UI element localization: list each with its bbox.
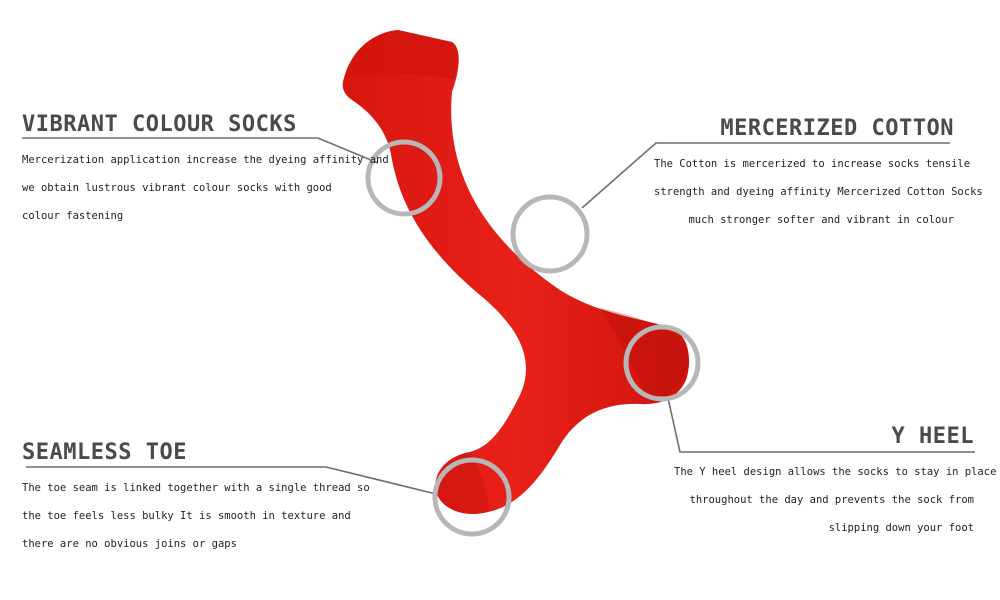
leader-mercerized — [581, 142, 950, 209]
ring-heel — [623, 324, 701, 402]
feature-title: VIBRANT COLOUR SOCKS — [22, 112, 297, 137]
leader-heel — [667, 397, 975, 453]
feature-title: Y HEEL — [891, 424, 974, 449]
description-line: The toe seam is linked together with a s… — [22, 482, 370, 494]
description-line: The Y heel design allows the socks to st… — [674, 466, 997, 478]
description-line: colour fastening — [22, 210, 124, 222]
feature-title: MERCERIZED COTTON — [720, 116, 954, 141]
leader-toe — [26, 466, 437, 495]
leader-lines — [22, 137, 975, 495]
sock-cuff-shade — [344, 30, 458, 80]
sock-heel-shade — [600, 308, 688, 402]
ring-toe — [432, 457, 512, 537]
description-line: strength and dyeing affinity Mercerized … — [654, 186, 983, 198]
sock-shape — [342, 30, 690, 514]
feature-vibrant-colour: VIBRANT COLOUR SOCKS Mercerization appli… — [22, 112, 389, 230]
feature-description: The toe seam is linked together with a s… — [22, 474, 370, 558]
description-line: there are no obvious joins or gaps — [22, 538, 237, 550]
feature-seamless-toe: SEAMLESS TOE The toe seam is linked toge… — [22, 440, 370, 558]
leader-vibrant — [22, 137, 379, 164]
ring-mercerized — [510, 194, 590, 274]
red-sock — [342, 30, 690, 514]
ring-vibrant — [365, 139, 443, 217]
description-line: the toe feels less bulky It is smooth in… — [22, 510, 351, 522]
description-line: much stronger softer and vibrant in colo… — [688, 214, 954, 226]
description-line: Mercerization application increase the d… — [22, 154, 389, 166]
description-line: throughout the day and prevents the sock… — [689, 494, 974, 506]
feature-description: The Y heel design allows the socks to st… — [674, 458, 997, 542]
feature-description: The Cotton is mercerized to increase soc… — [654, 150, 983, 234]
description-line: slipping down your foot — [828, 522, 974, 534]
description-line: we obtain lustrous vibrant colour socks … — [22, 182, 332, 194]
detail-rings — [365, 139, 701, 537]
feature-description: Mercerization application increase the d… — [22, 146, 389, 230]
feature-mercerized-cotton: MERCERIZED COTTON The Cotton is merceriz… — [654, 116, 983, 234]
feature-title: SEAMLESS TOE — [22, 440, 187, 465]
description-line: The Cotton is mercerized to increase soc… — [654, 158, 971, 170]
feature-y-heel: Y HEEL The Y heel design allows the sock… — [674, 424, 997, 542]
